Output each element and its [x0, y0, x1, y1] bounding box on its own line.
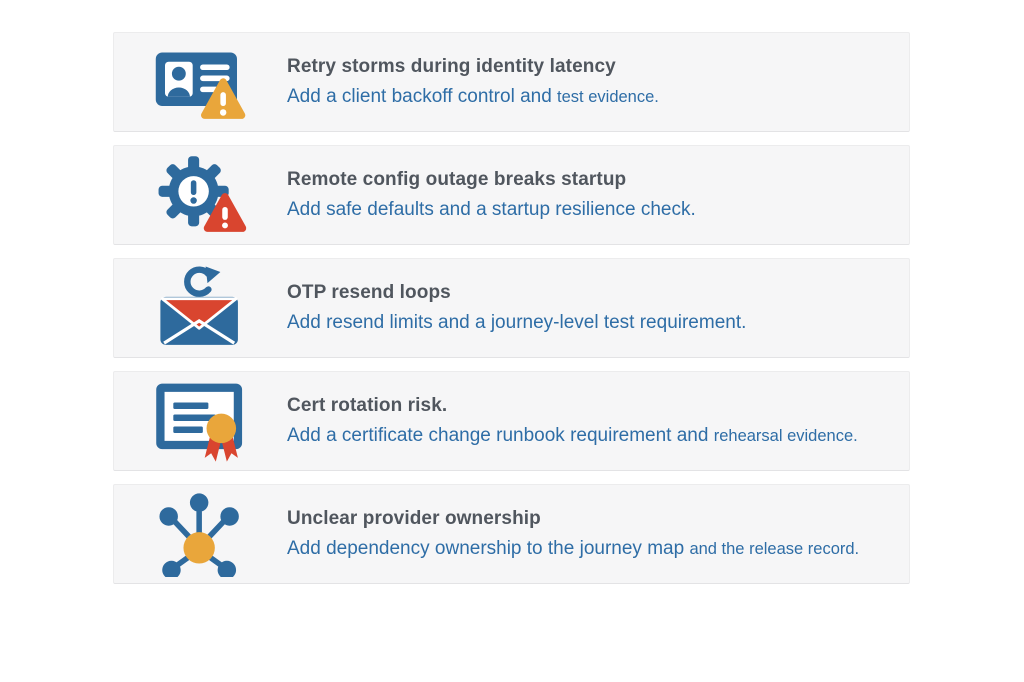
list-item-cert-rotation[interactable]: Cert rotation risk. Add a certificate ch…	[113, 371, 910, 471]
item-subtitle: Add dependency ownership to the journey …	[287, 538, 860, 559]
item-title: Remote config outage breaks startup	[287, 169, 627, 190]
list-item-provider-ownership[interactable]: Unclear provider ownership Add dependenc…	[113, 484, 910, 584]
item-subtitle: Add resend limits and a journey-level te…	[287, 312, 747, 333]
item-subtitle: Add safe defaults and a startup resilien…	[287, 199, 696, 220]
list-item-retry-storms[interactable]: Retry storms during identity latency Add…	[113, 32, 910, 132]
item-title: Retry storms during identity latency	[287, 56, 616, 77]
icon-cell	[114, 39, 287, 125]
text-cell: Retry storms during identity latency Add…	[287, 56, 909, 108]
text-cell: Cert rotation risk. Add a certificate ch…	[287, 395, 909, 447]
text-cell: Unclear provider ownership Add dependenc…	[287, 508, 909, 560]
item-title: Unclear provider ownership	[287, 508, 541, 529]
gear-alert-icon	[158, 156, 246, 232]
icon-cell	[114, 378, 287, 464]
text-cell: OTP resend loops Add resend limits and a…	[287, 282, 909, 334]
certificate-ribbon-icon	[155, 383, 242, 462]
email-refresh-icon	[159, 266, 238, 345]
network-nodes-icon	[158, 493, 239, 577]
list-item-remote-config[interactable]: Remote config outage breaks startup Add …	[113, 145, 910, 245]
item-subtitle: Add a certificate change runbook require…	[287, 425, 858, 446]
list-item-otp-resend[interactable]: OTP resend loops Add resend limits and a…	[113, 258, 910, 358]
item-subtitle: Add a client backoff control and test ev…	[287, 86, 659, 107]
icon-cell	[114, 265, 287, 351]
icon-cell	[114, 491, 287, 577]
risk-list: Retry storms during identity latency Add…	[113, 32, 910, 584]
item-title: Cert rotation risk.	[287, 395, 448, 416]
item-title: OTP resend loops	[287, 282, 451, 303]
icon-cell	[114, 152, 287, 238]
text-cell: Remote config outage breaks startup Add …	[287, 169, 909, 221]
id-card-warning-icon	[155, 52, 245, 119]
